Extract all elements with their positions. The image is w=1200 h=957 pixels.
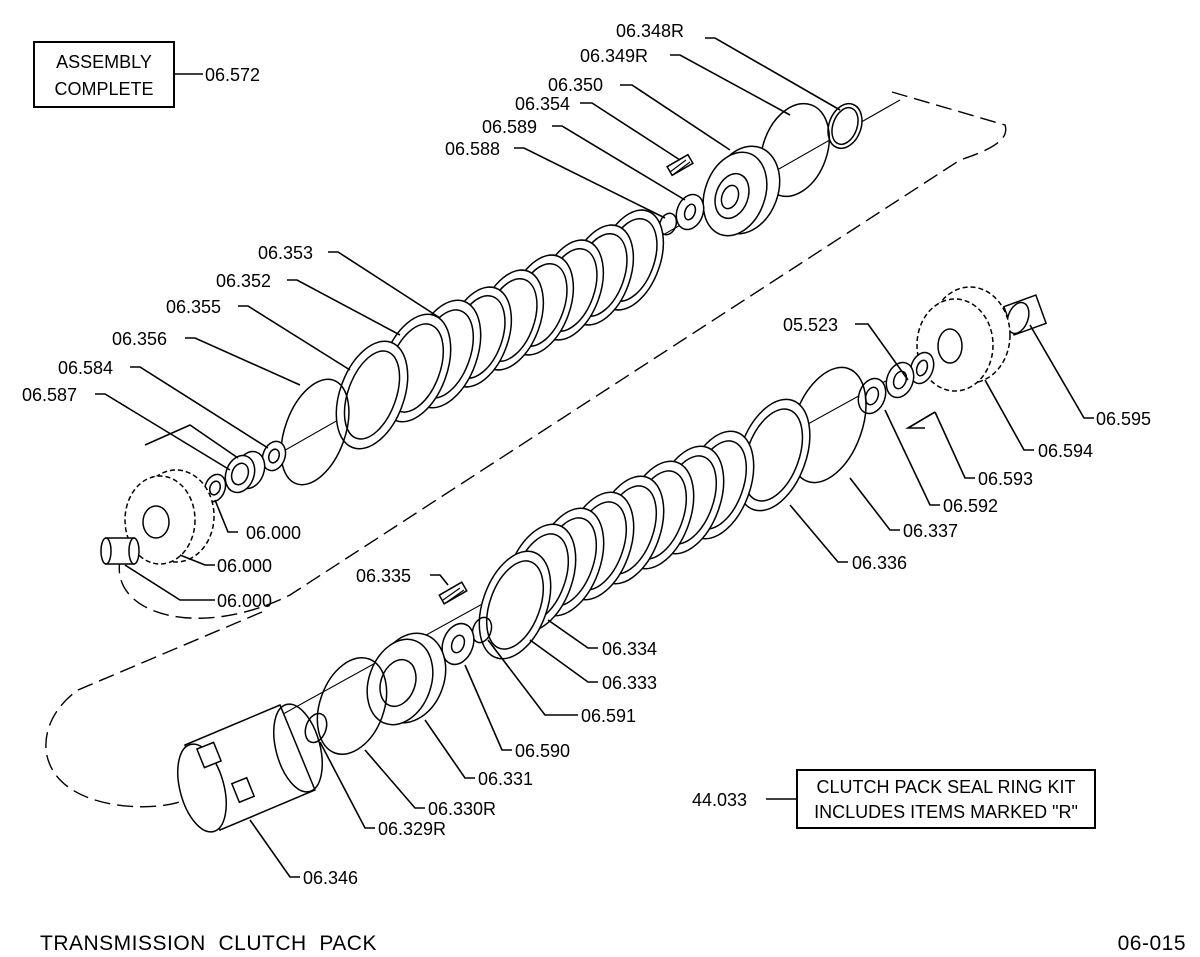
label-06-000-b: 06.000 [217, 556, 272, 576]
piston-06-331 [366, 632, 447, 726]
label-06-588: 06.588 [445, 139, 500, 159]
assembly-complete-box: ASSEMBLY COMPLETE 06.572 [33, 41, 260, 108]
label-06-334: 06.334 [602, 639, 657, 659]
bearing-06-592 [885, 361, 915, 399]
label-06-594: 06.594 [1038, 441, 1093, 461]
clutch-drum-06-346 [177, 703, 323, 833]
label-06-329R: 06.329R [378, 819, 446, 839]
kit-part-number: 44.033 [692, 790, 747, 810]
label-06-592: 06.592 [943, 496, 998, 516]
label-06-000-c: 06.000 [217, 591, 272, 611]
bearing-06-587 [224, 450, 266, 494]
label-06-352: 06.352 [216, 271, 271, 291]
assembly-part-number: 06.572 [205, 65, 260, 85]
drawing-number: 06-015 [1118, 932, 1186, 955]
gear-06-594 [916, 286, 1011, 392]
label-06-355: 06.355 [166, 297, 221, 317]
callout-labels: 06.348R 06.349R 06.350 06.354 06.589 06.… [22, 21, 1151, 888]
label-06-350: 06.350 [548, 75, 603, 95]
label-06-331: 06.331 [478, 769, 533, 789]
label-06-593: 06.593 [978, 469, 1033, 489]
spring-06-335 [438, 581, 468, 605]
label-06-353: 06.353 [258, 243, 313, 263]
clutch-plates-06-352-353 [378, 209, 665, 423]
leader-lines [95, 37, 1094, 878]
label-06-595: 06.595 [1096, 409, 1151, 429]
pressure-plate-06-355 [335, 340, 409, 450]
label-06-333: 06.333 [602, 673, 657, 693]
washer-06-590 [441, 622, 475, 666]
lower-clutch-pack [177, 286, 1048, 833]
upper-clutch-pack [100, 99, 901, 565]
snap-ring-06-591 [471, 616, 493, 644]
label-06-348R: 06.348R [616, 21, 684, 41]
assembly-box-line2: COMPLETE [54, 79, 153, 99]
bearing-06-593 [909, 351, 935, 385]
seal-ring-06-329R [304, 712, 328, 744]
assembly-outline [45, 91, 1007, 808]
clutch-plates-06-333-334 [478, 430, 755, 660]
kit-box-line2: INCLUDES ITEMS MARKED "R" [814, 802, 1078, 822]
label-06-354: 06.354 [515, 94, 570, 114]
seal-ring-06-348R [827, 102, 863, 150]
washer-06-589 [675, 193, 705, 231]
washer-06-584 [261, 440, 287, 472]
label-05-523: 05.523 [783, 315, 838, 335]
snap-ring-06-356 [280, 378, 350, 486]
label-06-335: 06.335 [356, 566, 411, 586]
label-06-000-a: 06.000 [246, 523, 301, 543]
kit-box-line1: CLUTCH PACK SEAL RING KIT [816, 777, 1075, 797]
label-06-587: 06.587 [22, 385, 77, 405]
label-06-584: 06.584 [58, 358, 113, 378]
gear-06-000 [124, 469, 215, 565]
assembly-box-line1: ASSEMBLY [56, 52, 152, 72]
label-06-337: 06.337 [903, 521, 958, 541]
label-06-590: 06.590 [515, 741, 570, 761]
snap-ring-06-588 [658, 212, 678, 236]
seal-ring-kit-box: CLUTCH PACK SEAL RING KIT INCLUDES ITEMS… [692, 769, 1096, 829]
label-06-346: 06.346 [303, 868, 358, 888]
label-06-336: 06.336 [852, 553, 907, 573]
bushing-06-000 [100, 537, 140, 565]
label-06-330R: 06.330R [428, 799, 496, 819]
seal-ring-06-330R [316, 657, 388, 755]
label-06-589: 06.589 [482, 117, 537, 137]
bushing-06-595 [1002, 294, 1048, 336]
piston-06-350 [702, 145, 781, 237]
label-06-356: 06.356 [112, 329, 167, 349]
spring-06-354 [666, 153, 694, 177]
label-06-349R: 06.349R [580, 46, 648, 66]
label-06-591: 06.591 [581, 706, 636, 726]
diagram-title: TRANSMISSION CLUTCH PACK [40, 932, 377, 955]
